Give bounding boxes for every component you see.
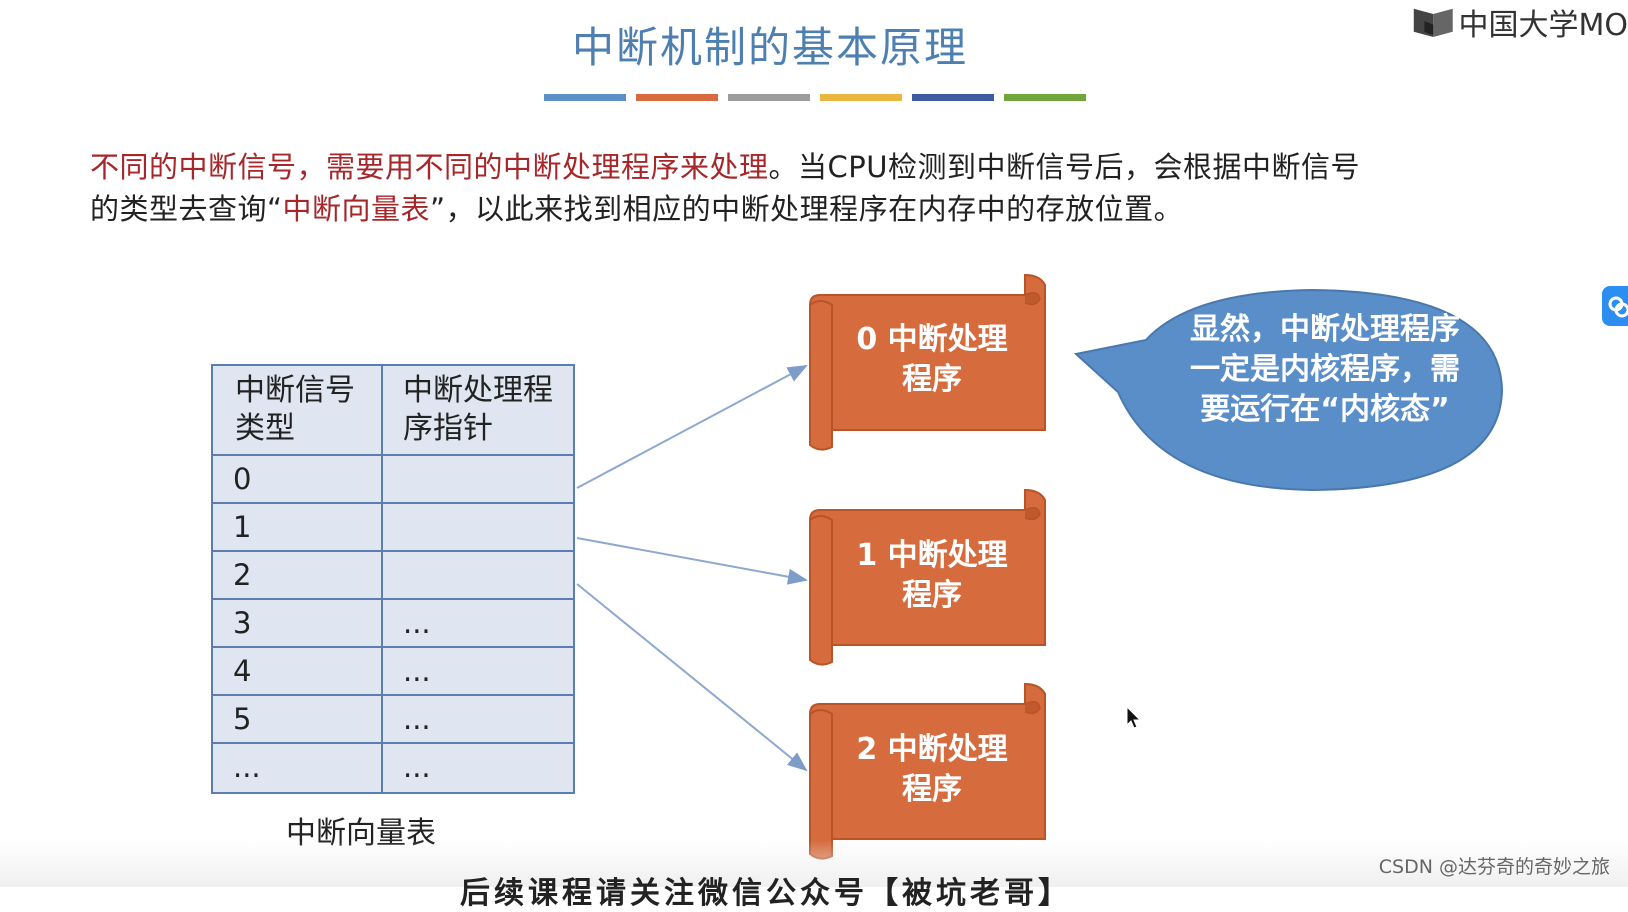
- diagram-shapes: [0, 0, 1628, 887]
- bottom-caption: 后续课程请关注微信公众号【被坑老哥】: [460, 868, 1072, 912]
- handler-label-2: 2 中断处理 程序: [827, 730, 1037, 810]
- csdn-watermark: CSDN @达芬奇的奇妙之旅: [1379, 852, 1610, 879]
- arrow-to-handler-2: [577, 584, 806, 770]
- link-icon: [1602, 286, 1628, 326]
- speech-bubble-text: 显然，中断处理程序一定是内核程序，需要运行在“内核态”: [1180, 310, 1470, 430]
- handler-label-1: 1 中断处理 程序: [827, 536, 1037, 616]
- side-link-button[interactable]: [1602, 286, 1628, 326]
- arrow-to-handler-0: [577, 366, 806, 488]
- mouse-cursor-icon: [1126, 706, 1142, 730]
- handler-label-0: 0 中断处理 程序: [827, 320, 1037, 400]
- arrow-to-handler-1: [577, 538, 806, 580]
